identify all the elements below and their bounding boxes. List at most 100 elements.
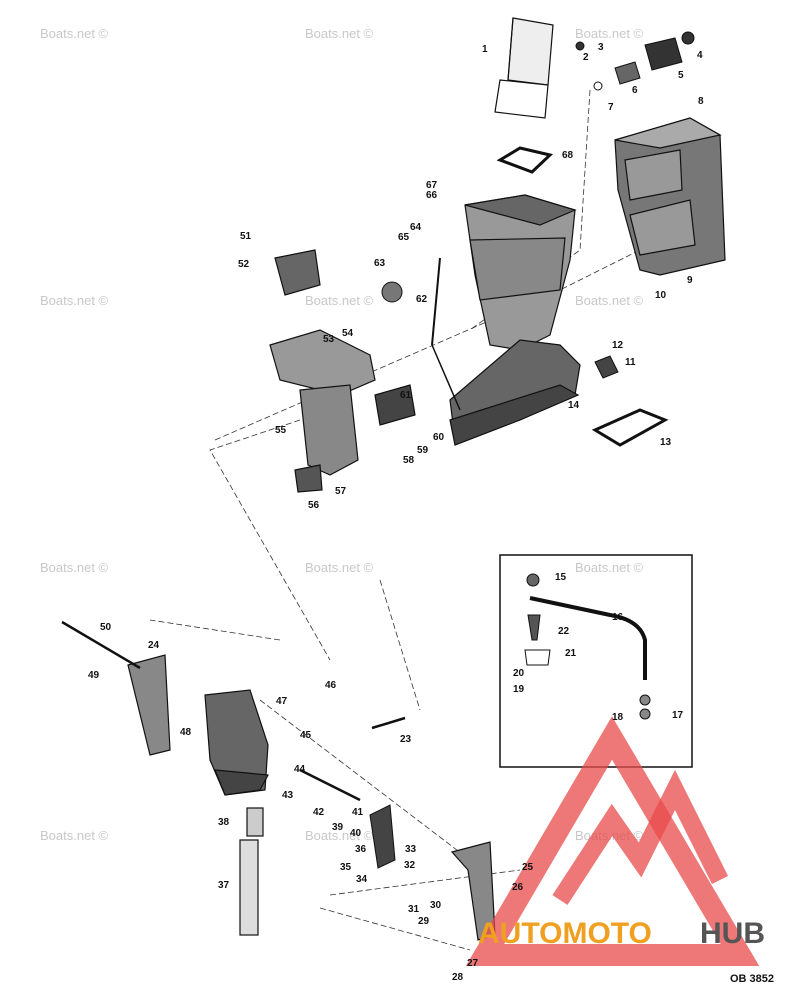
part-number-label: 60 xyxy=(433,432,445,443)
part-number-label: 1 xyxy=(482,44,488,55)
logo-triangle-icon xyxy=(465,716,760,966)
part-number-label: 6 xyxy=(632,85,638,96)
part-number-label: 26 xyxy=(512,882,524,893)
part-gasket xyxy=(496,146,554,174)
logo-peaks-icon xyxy=(552,769,729,905)
part-number-label: 10 xyxy=(655,290,667,301)
watermark-text: Boats.net © xyxy=(40,828,109,843)
part-exhaust-housing xyxy=(449,194,581,446)
part-number-label: 29 xyxy=(418,916,430,927)
watermark-text: Boats.net © xyxy=(305,293,374,308)
part-rod-42 xyxy=(299,768,361,802)
part-number-label: 66 xyxy=(426,190,438,201)
part-tilt-tube xyxy=(239,807,264,936)
part-bumper xyxy=(594,355,619,379)
part-mount-housing xyxy=(269,249,416,493)
watermarks: Boats.net © Boats.net © Boats.net © Boat… xyxy=(40,26,644,843)
part-number-label: 50 xyxy=(100,622,112,633)
part-number-label: 27 xyxy=(467,958,479,969)
part-number-label: 48 xyxy=(180,727,192,738)
part-nut-15 xyxy=(526,573,540,587)
part-shift-rod-lower xyxy=(431,344,461,411)
part-ring-seal xyxy=(591,408,669,447)
brand-logo xyxy=(465,716,760,966)
part-number-label: 58 xyxy=(403,455,415,466)
part-rubber-mount xyxy=(381,281,403,303)
part-number-label: 57 xyxy=(335,486,347,497)
part-number-label: 2 xyxy=(583,52,589,63)
part-number-label: 16 xyxy=(612,612,624,623)
part-number-label: 23 xyxy=(400,734,412,745)
part-number-label: 25 xyxy=(522,862,534,873)
part-number-label: 38 xyxy=(218,817,230,828)
part-number-label: 39 xyxy=(332,822,344,833)
part-number-label: 53 xyxy=(323,334,335,345)
part-number-label: 67 xyxy=(426,180,438,191)
watermark-text: Boats.net © xyxy=(305,560,374,575)
part-number-label: 35 xyxy=(340,862,352,873)
part-number-label: 21 xyxy=(565,648,577,659)
part-side-cover xyxy=(614,117,726,276)
part-number-label: 62 xyxy=(416,294,428,305)
part-number-label: 4 xyxy=(697,50,703,61)
part-cylinder xyxy=(369,804,396,869)
part-washer-17 xyxy=(639,708,651,720)
part-number-label: 28 xyxy=(452,972,464,983)
part-number-label: 36 xyxy=(355,844,367,855)
part-number-label: 15 xyxy=(555,572,567,583)
part-long-bolt xyxy=(61,620,141,670)
part-shift-rod xyxy=(431,257,441,346)
part-number-label: 44 xyxy=(294,764,306,775)
watermark-text: Boats.net © xyxy=(40,26,109,41)
part-number-label: 59 xyxy=(417,445,429,456)
part-number-label: 12 xyxy=(612,340,624,351)
watermark-text: Boats.net © xyxy=(40,560,109,575)
brand-name-part2: HUB xyxy=(700,917,765,950)
part-number-label: 17 xyxy=(672,710,684,721)
part-number-label: 51 xyxy=(240,231,252,242)
part-number-label: 46 xyxy=(325,680,337,691)
part-number-label: 34 xyxy=(356,874,368,885)
part-number-label: 19 xyxy=(513,684,525,695)
part-number-label: 33 xyxy=(405,844,417,855)
part-ball-stud xyxy=(527,614,541,641)
brand-name-part1: AUTOMOTO xyxy=(478,917,652,950)
part-number-label: 63 xyxy=(374,258,386,269)
part-bellow xyxy=(575,31,695,91)
diagram-code: OB 3852 xyxy=(730,973,774,985)
part-number-label: 47 xyxy=(276,696,288,707)
part-number-label: 43 xyxy=(282,790,294,801)
part-number-label: 41 xyxy=(352,807,364,818)
part-number-label: 45 xyxy=(300,730,312,741)
part-number-label: 20 xyxy=(513,668,525,679)
inset-steering-link xyxy=(499,554,693,768)
part-bolt-23 xyxy=(371,716,406,730)
part-number-label: 54 xyxy=(342,328,354,339)
part-number-label: 32 xyxy=(404,860,416,871)
part-number-label: 55 xyxy=(275,425,287,436)
part-number-label: 13 xyxy=(660,437,672,448)
part-number-label: 37 xyxy=(218,880,230,891)
part-number-label: 18 xyxy=(612,712,624,723)
part-washer-21 xyxy=(524,649,551,666)
watermark-text: Boats.net © xyxy=(575,26,644,41)
part-number-label: 31 xyxy=(408,904,420,915)
part-number-label: 9 xyxy=(687,275,693,286)
watermark-text: Boats.net © xyxy=(305,26,374,41)
part-number-label: 5 xyxy=(678,70,684,81)
part-number-label: 49 xyxy=(88,670,100,681)
watermark-text: Boats.net © xyxy=(575,560,644,575)
part-number-label: 22 xyxy=(558,626,570,637)
part-number-label: 42 xyxy=(313,807,325,818)
watermark-text: Boats.net © xyxy=(575,293,644,308)
part-number-label: 24 xyxy=(148,640,160,651)
part-number-label: 3 xyxy=(598,42,604,53)
watermark-text: Boats.net © xyxy=(305,828,374,843)
part-number-label: 7 xyxy=(608,102,614,113)
part-washer-18 xyxy=(639,694,651,706)
part-number-label: 52 xyxy=(238,259,250,270)
part-number-label: 61 xyxy=(400,390,412,401)
part-steering-link xyxy=(529,596,647,680)
